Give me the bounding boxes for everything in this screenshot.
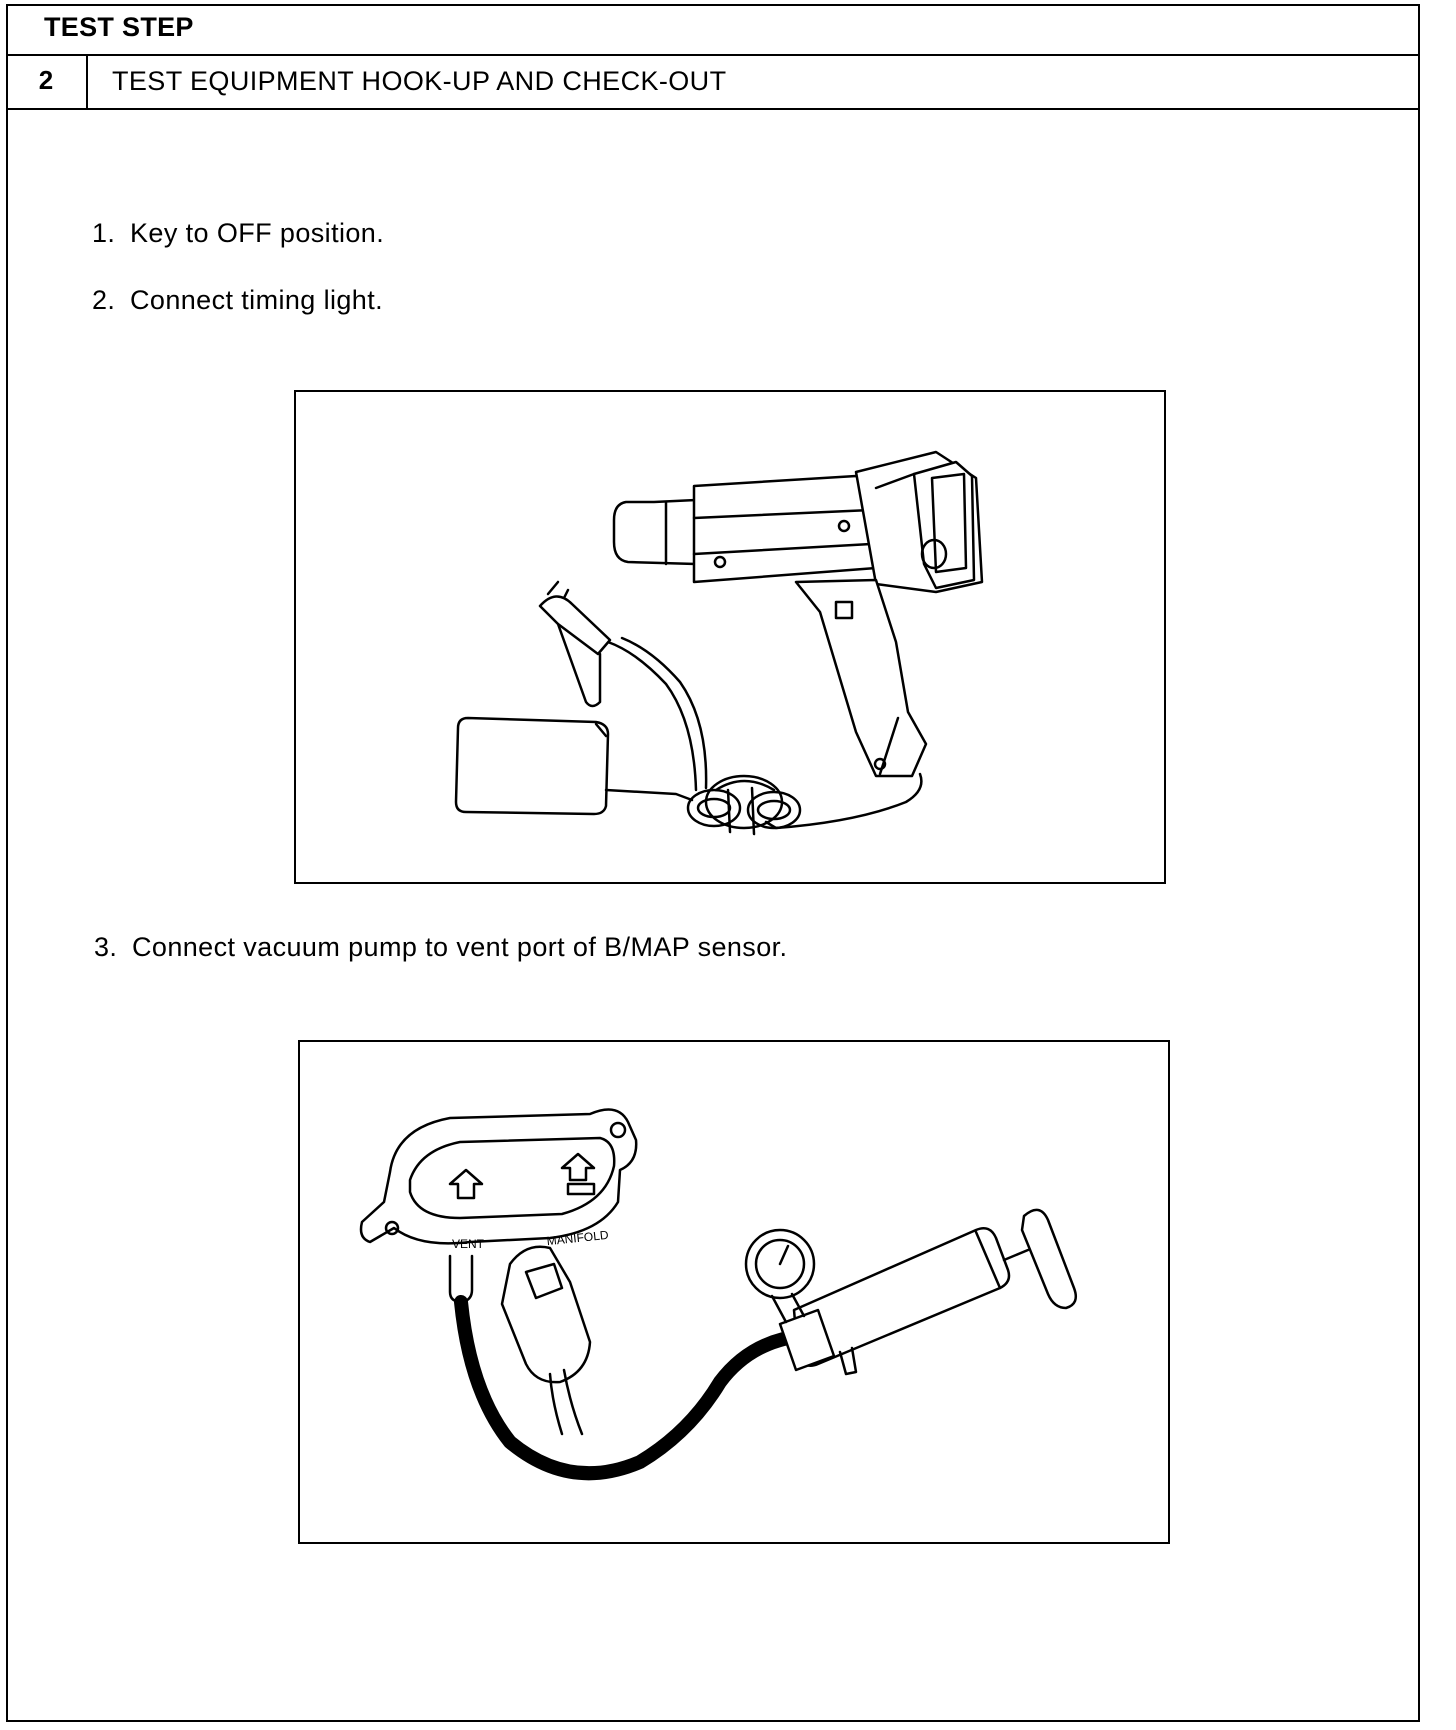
instruction-text: Connect vacuum pump to vent port of B/MA…: [132, 932, 788, 962]
manifold-label: MANIFOLD: [546, 1228, 609, 1248]
document-page: TEST STEP 2 TEST EQUIPMENT HOOK-UP AND C…: [6, 4, 1424, 1726]
instruction-number: 3.: [94, 932, 118, 962]
instruction-2: 2. Connect timing light.: [92, 285, 383, 316]
timing-light-figure: [294, 390, 1166, 884]
step-row: 2 TEST EQUIPMENT HOOK-UP AND CHECK-OUT: [6, 56, 1420, 110]
header-title: TEST STEP: [44, 12, 194, 42]
vent-label: VENT: [452, 1237, 485, 1251]
page-frame: [6, 4, 1420, 1722]
instruction-3: 3. Connect vacuum pump to vent port of B/…: [94, 932, 787, 963]
instruction-text: Key to OFF position.: [130, 218, 385, 248]
vacuum-pump-sensor-illustration-icon: VENT MANIFOLD: [359, 1108, 1077, 1481]
timing-light-illustration-icon: [454, 450, 984, 836]
test-step-header: TEST STEP: [6, 4, 1420, 56]
vacuum-pump-figure: VENT MANIFOLD: [298, 1040, 1170, 1544]
instruction-text: Connect timing light.: [130, 285, 384, 315]
step-number: 2: [6, 56, 88, 108]
instruction-1: 1. Key to OFF position.: [92, 218, 384, 249]
instruction-number: 1.: [92, 218, 116, 248]
instruction-number: 2.: [92, 285, 116, 315]
step-title: TEST EQUIPMENT HOOK-UP AND CHECK-OUT: [112, 66, 727, 96]
